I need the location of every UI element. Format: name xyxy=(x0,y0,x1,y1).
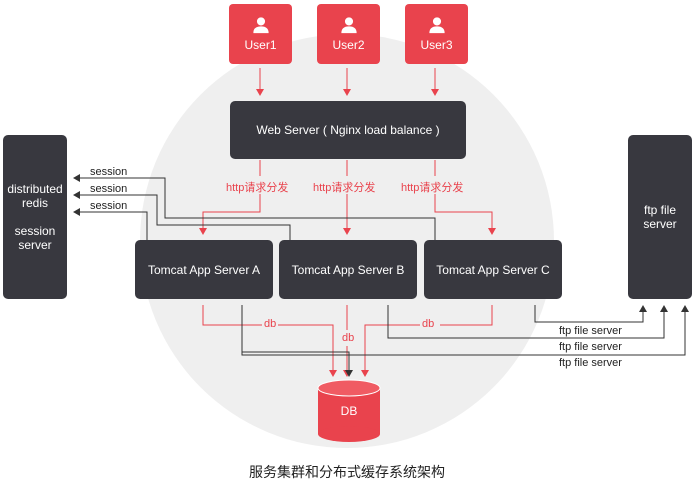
ftp-label-3: ftp file server xyxy=(559,357,622,369)
user1-label: User1 xyxy=(244,38,277,52)
db-label-2: db xyxy=(342,332,355,344)
db-label-1: db xyxy=(264,318,277,330)
user2-box: User2 xyxy=(317,4,380,64)
ftp-box: ftp file server xyxy=(628,135,692,299)
tomcat-a-box: Tomcat App Server A xyxy=(135,240,273,299)
redis-line4: server xyxy=(18,238,52,252)
web-server-box: Web Server ( Nginx load balance ) xyxy=(230,101,466,159)
session-label-3: session xyxy=(90,200,128,212)
ftp-label-2: ftp file server xyxy=(559,341,622,353)
tomcat-c-box: Tomcat App Server C xyxy=(424,240,562,299)
ftp-line2: server xyxy=(643,217,677,231)
user3-box: User3 xyxy=(405,4,468,64)
session-arrows xyxy=(73,174,436,240)
tomcat-c-label: Tomcat App Server C xyxy=(436,262,550,277)
http-label-1: http请求分发 xyxy=(226,182,289,194)
db-label: DB xyxy=(340,404,358,418)
tomcat-b-box: Tomcat App Server B xyxy=(279,240,417,299)
ftp-line1: ftp file xyxy=(643,203,676,217)
user3-label: User3 xyxy=(420,38,453,52)
user-icon xyxy=(340,17,357,34)
tomcat-a-label: Tomcat App Server A xyxy=(147,262,261,277)
db-label-3: db xyxy=(422,318,435,330)
db-arrows-black xyxy=(241,305,353,377)
tomcat-b-label: Tomcat App Server B xyxy=(291,262,405,277)
http-label-2: http请求分发 xyxy=(313,182,376,194)
db-cylinder xyxy=(317,379,381,442)
session-label-1: session xyxy=(90,166,128,178)
user-to-web-arrows xyxy=(256,68,439,96)
user1-box: User1 xyxy=(229,4,292,64)
session-label-2: session xyxy=(90,183,128,195)
redis-line3: session xyxy=(14,224,56,238)
ftp-arrows xyxy=(241,305,689,356)
http-dispatch-arrows xyxy=(199,160,496,235)
diagram-caption: 服务集群和分布式缓存系统架构 xyxy=(249,464,445,480)
db-arrows xyxy=(202,305,493,377)
redis-line1: distributed xyxy=(7,182,63,196)
redis-line2: redis xyxy=(21,196,48,210)
user-icon xyxy=(428,17,445,34)
http-label-3: http请求分发 xyxy=(401,182,464,194)
user-icon xyxy=(252,17,269,34)
user2-label: User2 xyxy=(332,38,365,52)
redis-box: distributed redis session server xyxy=(3,135,67,299)
web-server-label: Web Server ( Nginx load balance ) xyxy=(256,123,440,137)
ftp-label-1: ftp file server xyxy=(559,325,622,337)
